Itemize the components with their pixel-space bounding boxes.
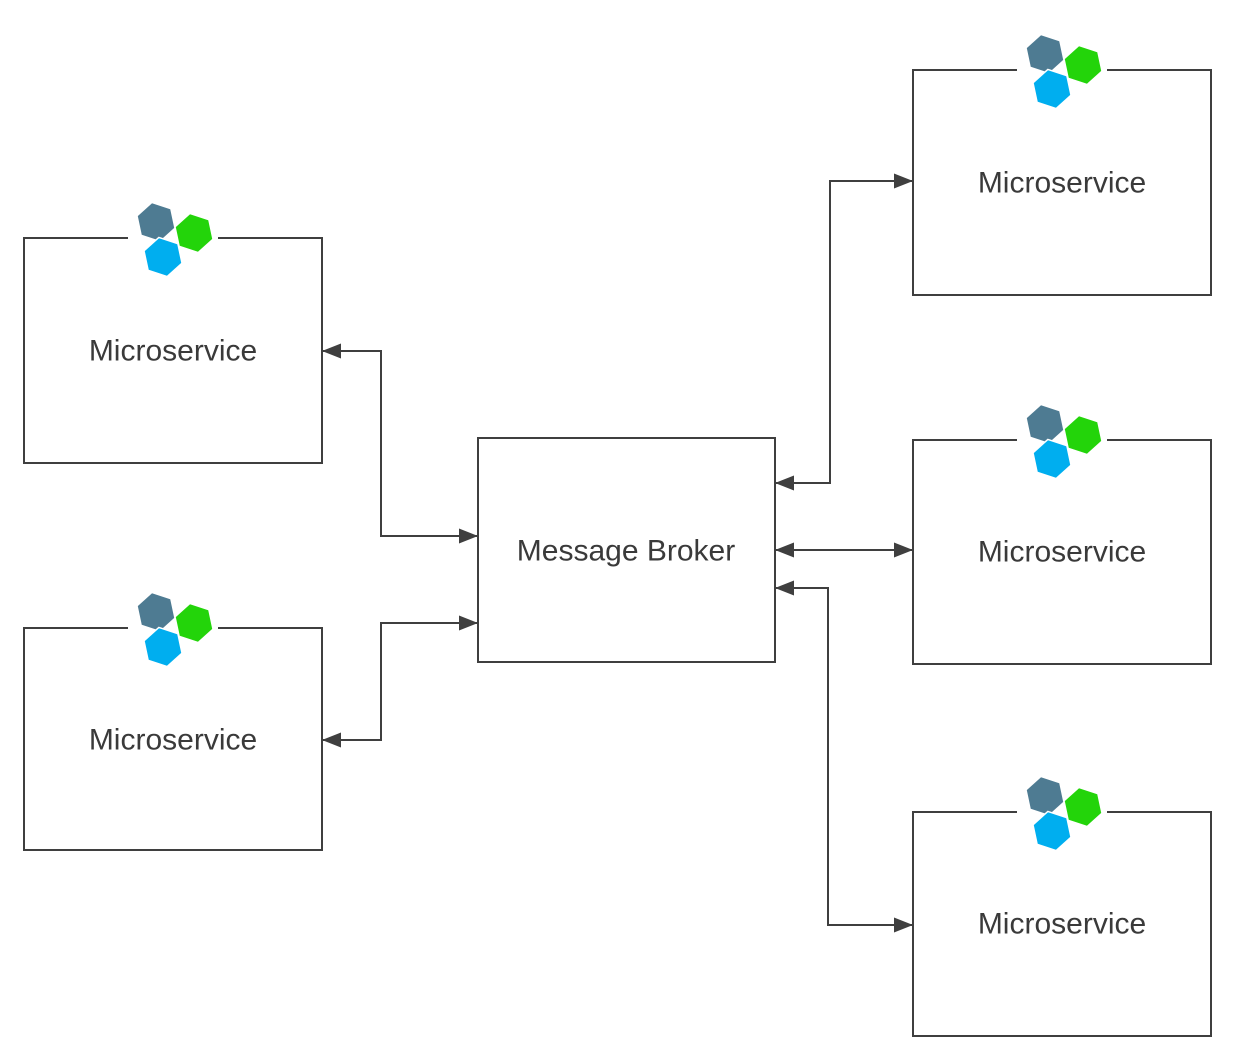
microservice-rect	[912, 439, 1212, 665]
microservice-box-right-bottom: Microservice	[912, 772, 1212, 1037]
microservice-rect	[23, 627, 323, 851]
connector-broker-to-right-bottom	[775, 580, 913, 933]
microservice-label: Microservice	[978, 167, 1146, 200]
connector-left-bottom-to-broker	[322, 615, 478, 748]
microservice-label: Microservice	[978, 908, 1146, 941]
microservice-rect	[23, 237, 323, 464]
microservice-box-left-top: Microservice	[23, 198, 323, 464]
connector-broker-to-right-top	[775, 173, 913, 491]
microservice-box-right-top: Microservice	[912, 30, 1212, 296]
microservice-box-right-middle: Microservice	[912, 400, 1212, 665]
message-broker-label: Message Broker	[517, 535, 735, 568]
message-broker-box: Message Broker	[477, 437, 776, 663]
microservice-label: Microservice	[89, 724, 257, 757]
microservice-box-left-bottom: Microservice	[23, 588, 323, 851]
microservice-label: Microservice	[978, 536, 1146, 569]
microservice-rect	[912, 69, 1212, 296]
connector-left-top-to-broker	[322, 343, 478, 544]
microservice-label: Microservice	[89, 335, 257, 368]
message-broker-rect	[477, 437, 776, 663]
